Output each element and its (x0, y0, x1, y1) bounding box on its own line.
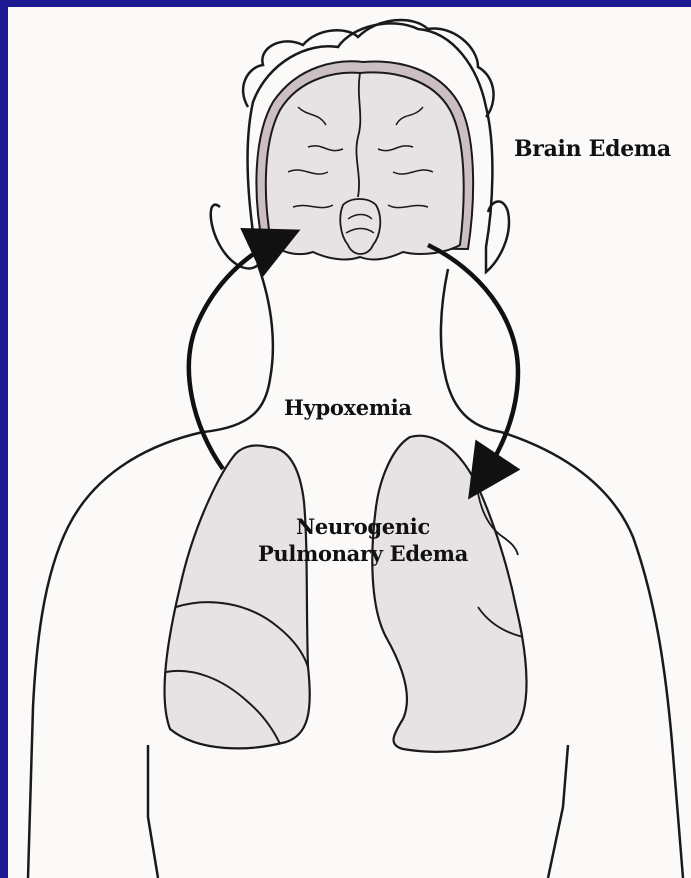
brain-icon (266, 72, 464, 259)
npe-line-2: Pulmonary Edema (256, 540, 470, 567)
arm-outline-right (548, 745, 568, 878)
hypoxemia-label: Hypoxemia (284, 395, 412, 420)
npe-line-1: Neurogenic (256, 513, 470, 540)
arm-outline-left (148, 745, 158, 878)
brain-edema-label: Brain Edema (514, 136, 671, 162)
neurogenic-pulmonary-edema-label: Neurogenic Pulmonary Edema (256, 513, 470, 567)
diagram-panel: Brain Edema Hypoxemia Neurogenic Pulmona… (8, 7, 691, 878)
torso-outline (28, 432, 683, 878)
lungs-icon (165, 436, 527, 752)
arrow-icon (189, 241, 518, 477)
